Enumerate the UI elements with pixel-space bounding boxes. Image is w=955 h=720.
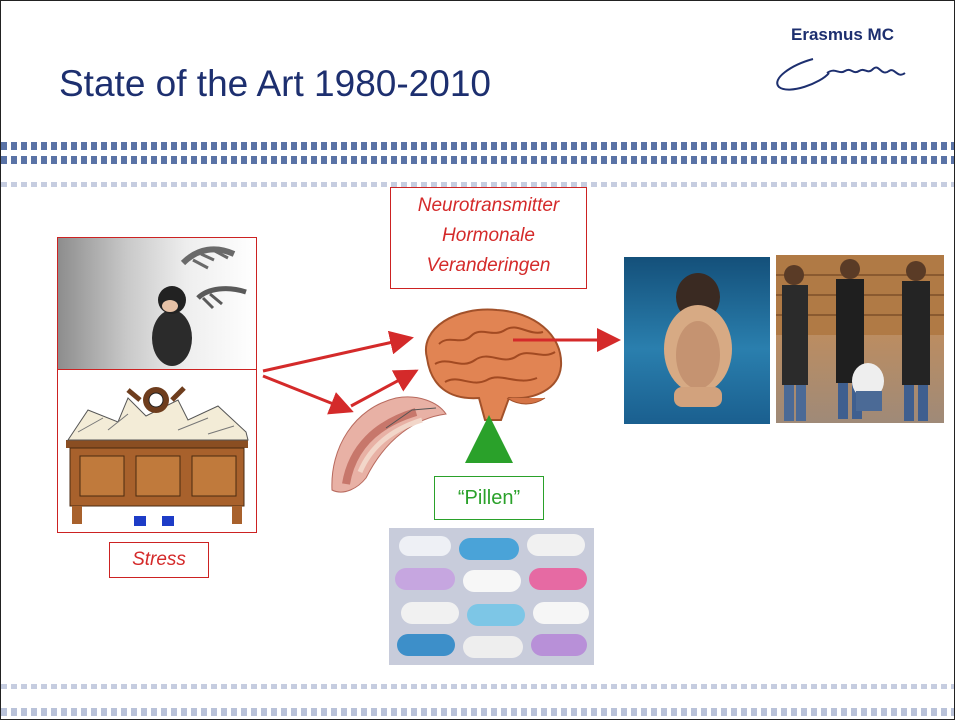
stress-label-text: Stress [132, 549, 186, 570]
office-stress-cartoon [57, 369, 257, 533]
arrow-adrenal-to-brain [350, 369, 419, 408]
brain-model-photo [409, 294, 569, 434]
neuro-line-1: Neurotransmitter [417, 195, 560, 216]
pills-label-text: “Pillen” [457, 487, 521, 509]
divider-dots-light [1, 182, 954, 187]
neuro-line-2: Hormonale [442, 225, 535, 246]
adrenal-gland-illustration [326, 388, 451, 498]
slide-title: State of the Art 1980-2010 [59, 63, 491, 104]
divider-dots [1, 156, 954, 164]
group-bullying-photo [776, 255, 944, 423]
logo-signature-icon [776, 58, 906, 91]
neurotransmitter-label: Neurotransmitter Hormonale Veranderingen [390, 187, 587, 289]
stress-label: Stress [109, 542, 209, 578]
footer-dots [1, 708, 954, 716]
arrow-stress-to-brain [262, 330, 414, 373]
depressed-person-photo [624, 257, 770, 424]
child-fear-photo [57, 237, 257, 370]
neuro-line-3: Veranderingen [426, 255, 551, 276]
arrow-stress-to-adrenal [262, 374, 354, 415]
footer-dots-light [1, 684, 954, 689]
erasmus-mc-logo: Erasmus MC [761, 21, 941, 101]
pills-photo [389, 528, 594, 665]
divider-dots [1, 142, 954, 150]
pills-label: “Pillen” [434, 476, 544, 520]
logo-text: Erasmus MC [791, 25, 894, 44]
